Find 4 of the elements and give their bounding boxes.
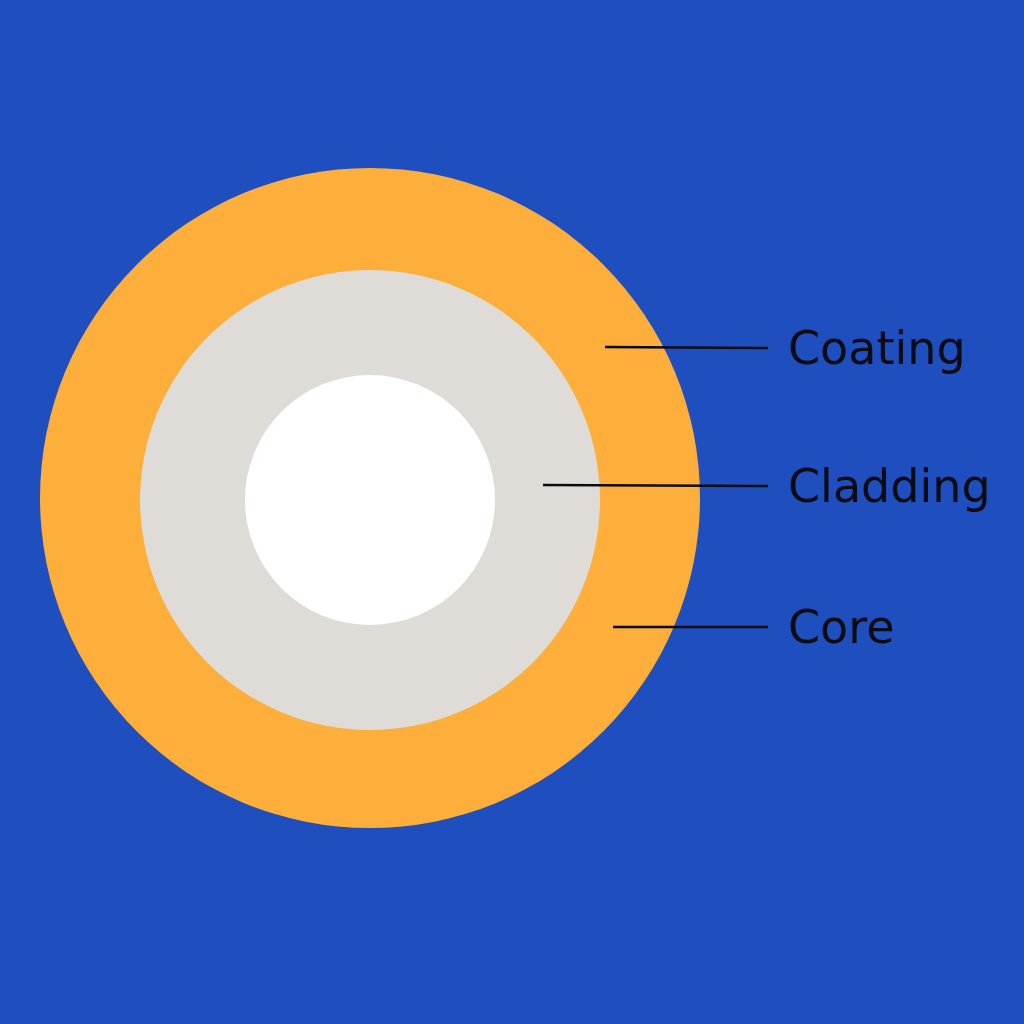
leader-line — [543, 483, 768, 488]
leader-line — [605, 345, 768, 350]
part-label: Core — [788, 604, 895, 650]
leader-line — [613, 625, 768, 629]
